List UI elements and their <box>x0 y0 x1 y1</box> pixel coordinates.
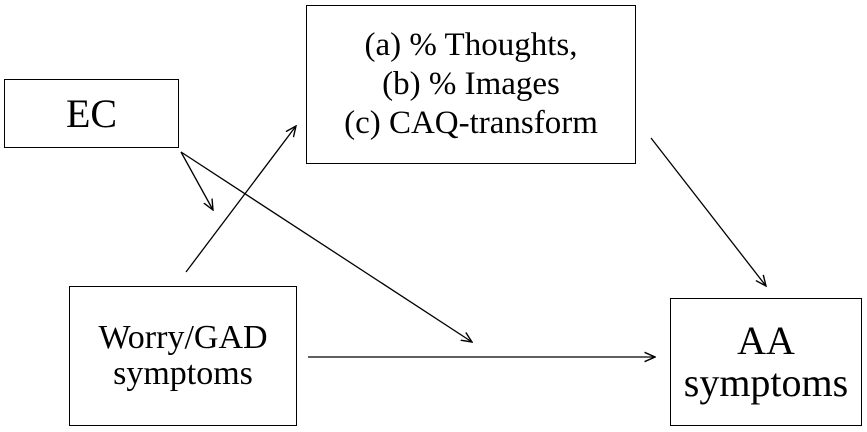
ec-node-line: EC <box>65 90 118 136</box>
arrow-mediators-to-aa <box>650 137 766 286</box>
aa-symptoms-node: AA symptoms <box>670 298 862 426</box>
arrow-ec-moderates-worry-mediators <box>180 151 213 210</box>
aa-node-line-2: symptoms <box>683 360 849 405</box>
mediator-thoughts-label: (a) % Thoughts, <box>364 27 578 64</box>
ec-node: EC <box>4 79 179 148</box>
arrow-worry-to-mediators <box>185 126 296 273</box>
worry-gad-node: Worry/GAD symptoms <box>69 286 297 426</box>
mediator-caq-label: (c) CAQ-transform <box>344 104 598 141</box>
mediator-images-label: (b) % Images <box>382 66 560 103</box>
worry-node-line-2: symptoms <box>113 355 253 392</box>
aa-node-line-1: AA <box>737 318 795 363</box>
mediators-node: (a) % Thoughts, (b) % Images (c) CAQ-tra… <box>306 5 636 164</box>
worry-node-line-1: Worry/GAD <box>98 319 268 357</box>
